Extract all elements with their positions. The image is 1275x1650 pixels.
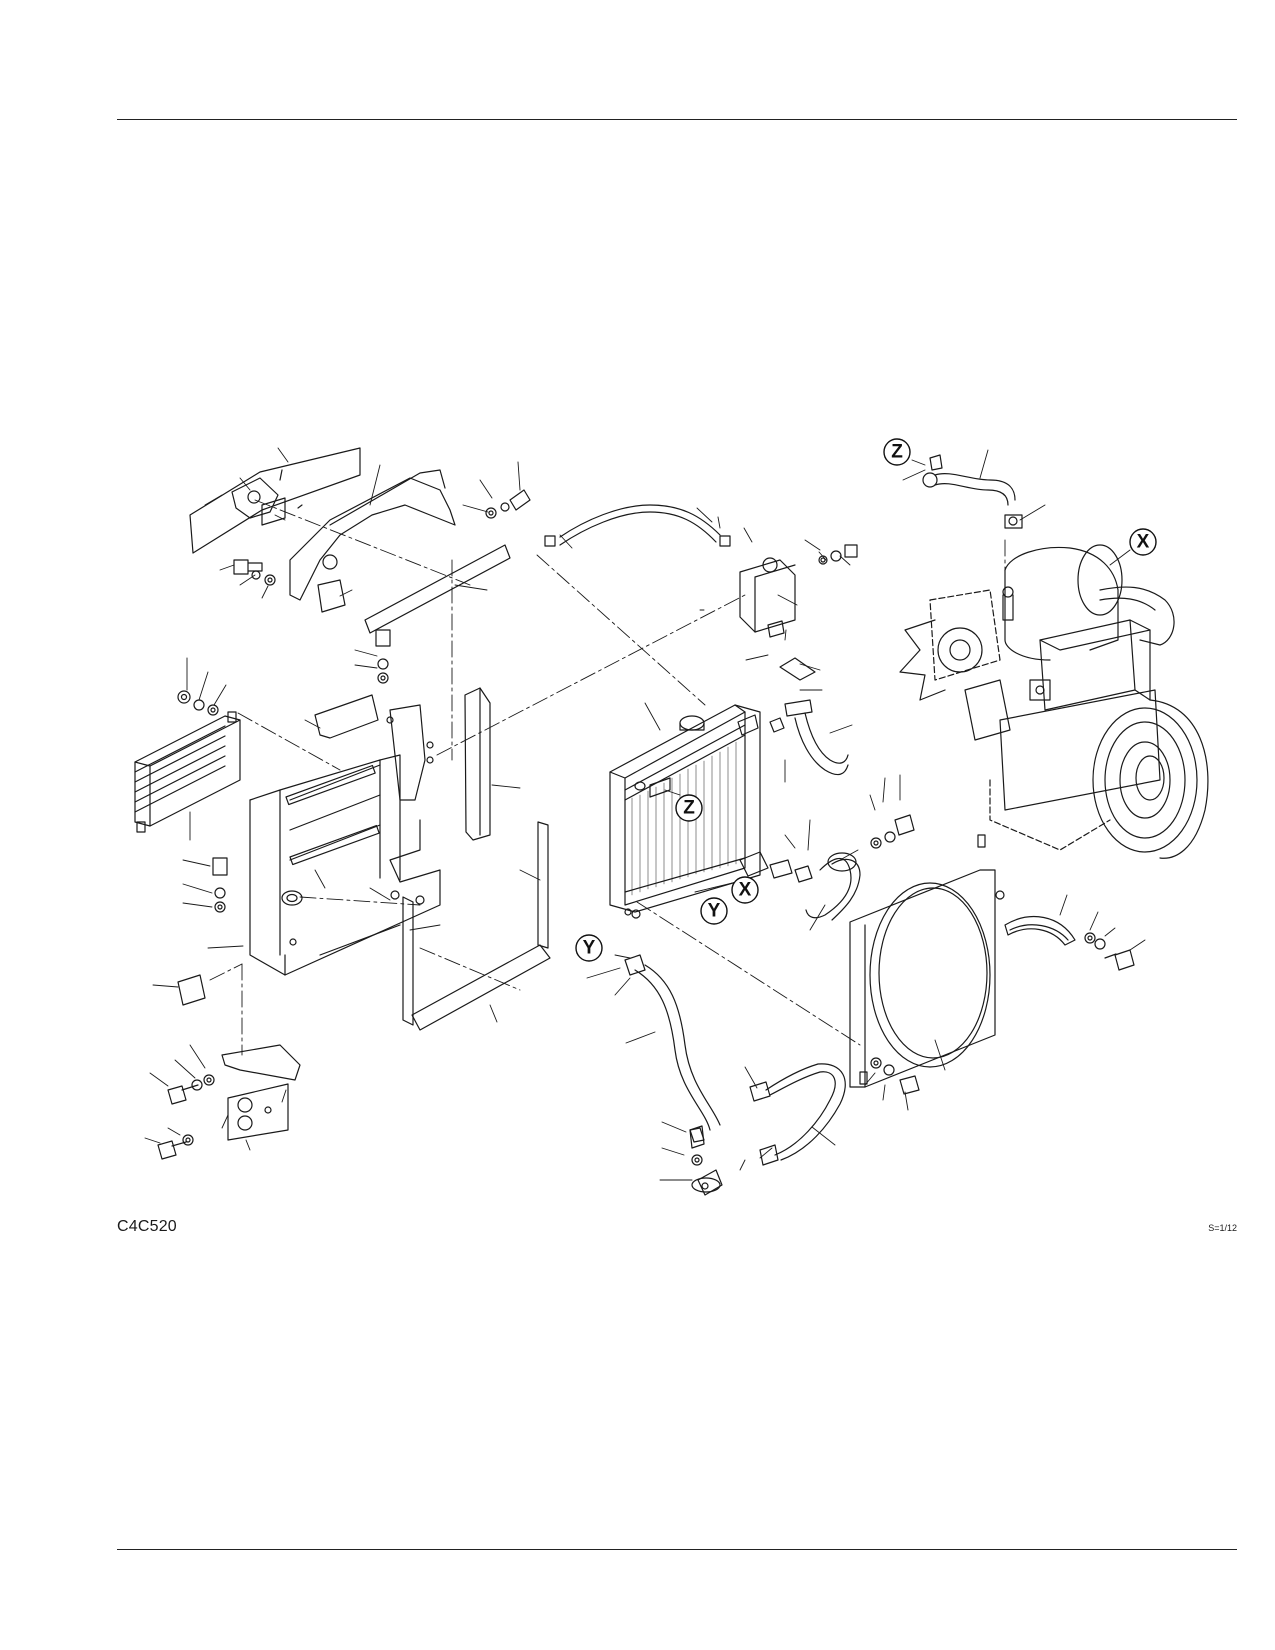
- callout-z-radiator: Z: [675, 794, 703, 822]
- drain-cock: [689, 1125, 723, 1196]
- air-guide-bracket: [189, 447, 361, 554]
- callout-y-hose-label: Y: [583, 938, 596, 959]
- figure-code: C4C520: [117, 1218, 177, 1235]
- hardware-upper-left: [233, 489, 531, 586]
- callout-y-radiator: Y: [700, 897, 728, 925]
- engine-upper-hose: [922, 454, 1023, 529]
- callout-x-engine: X: [1129, 528, 1157, 556]
- lower-radiator-hose: [739, 851, 861, 921]
- upper-support-bracket: [289, 469, 456, 613]
- callout-z-upper-label: Z: [891, 442, 903, 463]
- callout-leaders: [614, 459, 1131, 959]
- hardware-lower-left: [157, 1074, 215, 1160]
- engine-assembly: [899, 544, 1209, 859]
- hardware-shroud: [870, 932, 1135, 1095]
- assembly-reference-lines: [209, 499, 1006, 1056]
- callout-x-radiator: X: [731, 876, 759, 904]
- radiator: [609, 704, 761, 919]
- callout-y-hose: Y: [575, 934, 603, 962]
- header-rule: [117, 119, 1237, 120]
- oil-cooler: [134, 711, 241, 833]
- leader-lines: [144, 447, 1146, 1181]
- reserve-tank: [739, 544, 858, 633]
- footer-rule: [117, 1549, 1237, 1550]
- callout-z-radiator-label: Z: [683, 798, 695, 819]
- scale-label: S=1/12: [1208, 1223, 1237, 1233]
- upper-radiator-hose: [767, 620, 849, 776]
- side-panel-frame: [402, 821, 551, 1031]
- callout-z-upper: Z: [883, 438, 911, 466]
- callout-y-radiator-label: Y: [708, 901, 721, 922]
- drain-hose-short: [749, 1063, 846, 1166]
- fan-shroud: [849, 834, 1005, 1088]
- lower-bracket: [221, 1044, 301, 1141]
- side-panel-tall: [464, 687, 491, 841]
- main-frame: [249, 694, 441, 976]
- callout-x-engine-label: X: [1137, 532, 1150, 553]
- drain-hose-long: [624, 954, 721, 1131]
- overflow-hose: [544, 504, 731, 547]
- hardware-radiator-right: [870, 814, 915, 849]
- upper-rail: [364, 544, 511, 634]
- shroud-guard: [1004, 916, 1076, 946]
- callout-x-radiator-label: X: [739, 880, 752, 901]
- sponge-block: [177, 974, 206, 1006]
